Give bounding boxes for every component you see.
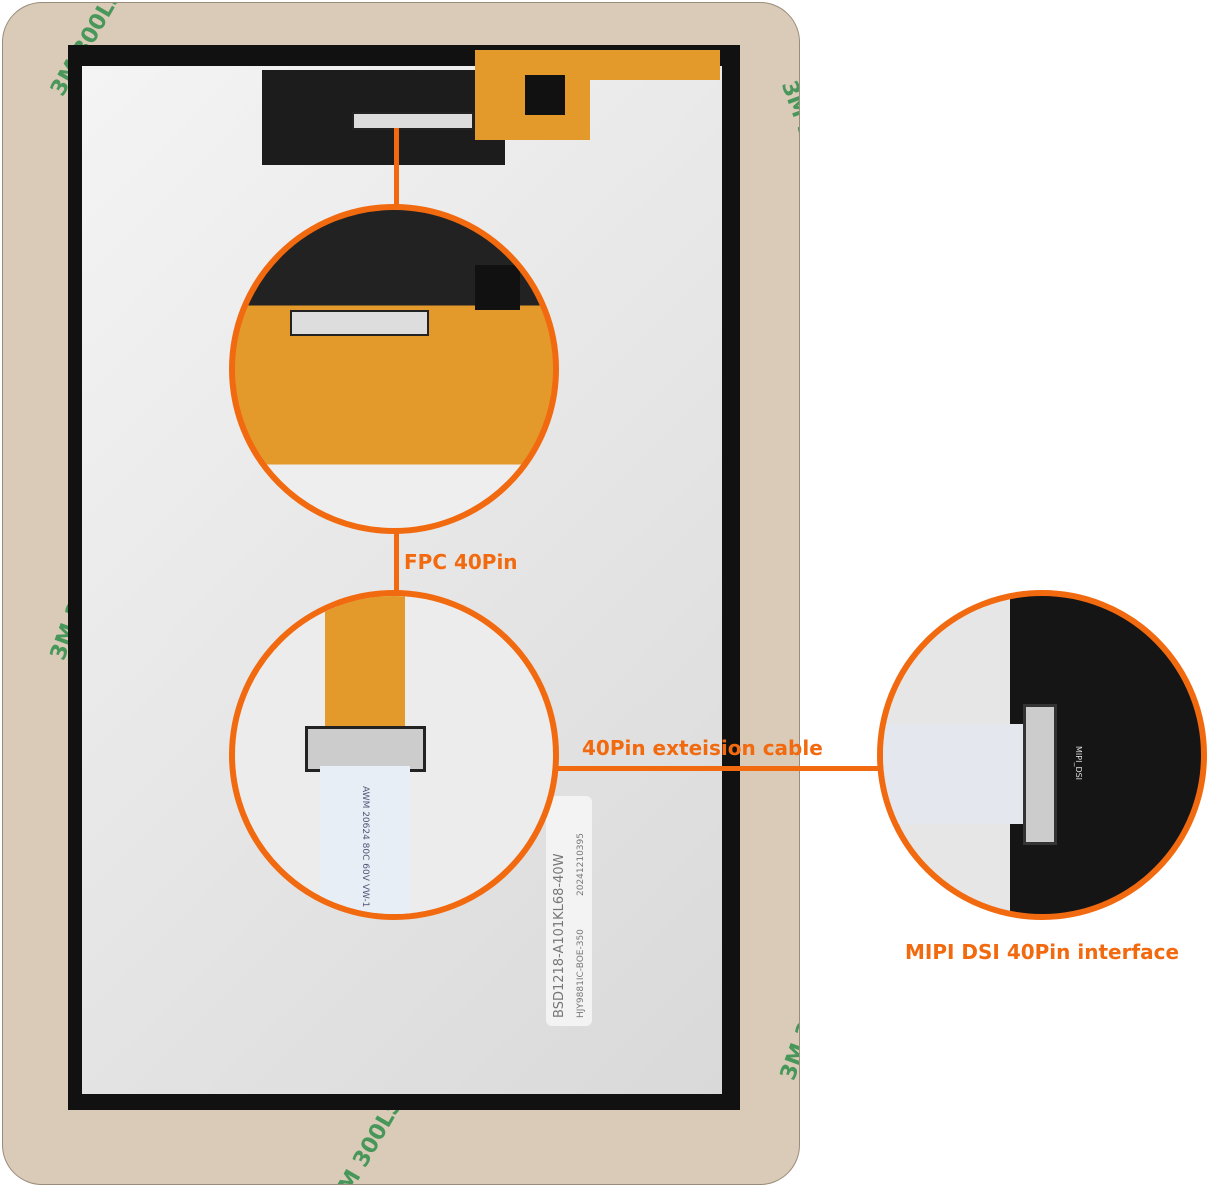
fpc-connector [290,310,429,336]
tape-watermark: 3M 300LSE [775,77,800,214]
callout-line [394,128,399,208]
tape-watermark: 3M 300LSE [775,947,800,1084]
serial-sticker: BSD1218-A101KL68-40W HJY9881IC-BOE-350 2… [546,796,592,1026]
fpc-zoom-circle [229,204,559,534]
sticker-date: 20241210395 [576,833,586,896]
ribbon-cable: AWM 20624 80C 60V VW-1 [320,766,410,914]
fpc-flex [325,596,405,726]
driver-chip [525,75,565,115]
mipi-connector [1023,704,1057,845]
cable-label: 40Pin exteision cable [582,736,823,760]
board-print: MIPI_DSI [1074,746,1083,781]
sticker-model: BSD1218-A101KL68-40W [552,853,567,1018]
mipi-label: MIPI DSI 40Pin interface [905,940,1180,964]
fpc-label: FPC 40Pin [404,550,518,574]
mipi-zoom-circle: MIPI_DSI [877,590,1207,920]
fpc-connector [352,112,474,130]
ribbon-cable [883,724,1028,824]
cable-zoom-circle: AWM 20624 80C 60V VW-1 [229,590,559,920]
callout-line [552,766,882,771]
sticker-code: HJY9881IC-BOE-350 [576,929,586,1018]
driver-chip [475,265,520,310]
callout-line [394,528,399,594]
cable-print: AWM 20624 80C 60V VW-1 [360,786,370,908]
